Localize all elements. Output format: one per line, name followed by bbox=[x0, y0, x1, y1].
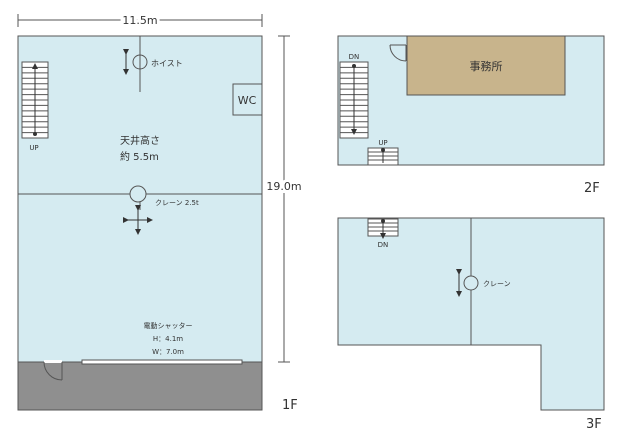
crane-move-arrows-icon bbox=[123, 205, 153, 235]
floor-1f: ホイスト WC UP 天井高さ 約 5.5m クレーン 2.5t 電動シャッター… bbox=[17, 35, 298, 413]
ceiling-label: 天井高さ bbox=[120, 134, 160, 147]
crane-icon bbox=[129, 185, 147, 203]
shutter-width: W：7.0m bbox=[152, 348, 184, 356]
crane-3f-icon bbox=[463, 275, 479, 291]
floor-2f-label: 2F bbox=[584, 181, 600, 196]
floor-1f-label: 1F bbox=[282, 398, 298, 413]
floor-3f: DN クレーン 3F bbox=[337, 217, 605, 432]
wc-room bbox=[232, 83, 263, 116]
shutter-label: 電動シャッター bbox=[144, 321, 193, 330]
stair-1f-icon bbox=[21, 61, 49, 139]
stair-2f-up-icon bbox=[367, 147, 399, 166]
depth-label: 19.0m bbox=[266, 180, 301, 193]
floor-2f: 事務所 DN UP 2F bbox=[337, 35, 605, 196]
apron-area bbox=[17, 361, 263, 411]
shutter-opening bbox=[81, 359, 243, 365]
stair-1f-label: UP bbox=[29, 144, 38, 152]
hoist-label: ホイスト bbox=[151, 59, 183, 68]
wc-label: WC bbox=[238, 94, 257, 107]
floor-3f-label: 3F bbox=[586, 417, 602, 432]
shutter-height: H：4.1m bbox=[153, 335, 183, 343]
stair-2f-up-label: UP bbox=[378, 139, 387, 147]
stair-2f-down-label: DN bbox=[349, 53, 360, 61]
ceiling-value: 約 5.5m bbox=[120, 150, 159, 163]
office-label: 事務所 bbox=[470, 59, 503, 73]
stair-3f-icon bbox=[367, 218, 399, 239]
width-label: 11.5m bbox=[122, 14, 157, 27]
door-1f-icon bbox=[43, 360, 63, 381]
stair-3f-label: DN bbox=[378, 241, 389, 249]
crane-3f-label: クレーン bbox=[483, 280, 511, 288]
office-room bbox=[406, 35, 566, 96]
crane-label: クレーン 2.5t bbox=[155, 199, 199, 207]
width-dimension: 11.5m bbox=[17, 11, 263, 30]
depth-dimension: 19.0m bbox=[263, 35, 305, 363]
stair-2f-down-icon bbox=[339, 61, 369, 139]
door-2f-icon bbox=[389, 44, 407, 62]
hoist-icon bbox=[132, 54, 148, 70]
